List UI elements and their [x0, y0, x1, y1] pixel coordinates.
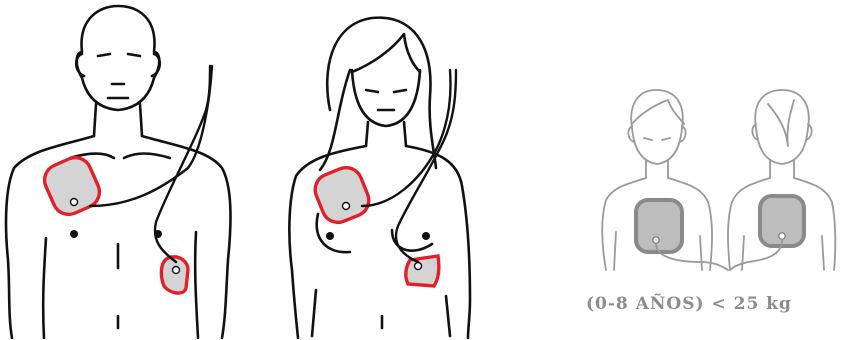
child-back-neck [770, 160, 794, 178]
male-face [98, 54, 140, 98]
male-right-ear [152, 54, 160, 76]
adult-male-figure [6, 6, 230, 338]
child-age-weight-caption: (0-8 AÑOS) < 25 kg [586, 294, 842, 314]
male-collarbones [70, 154, 170, 159]
child-back-pad [760, 196, 804, 246]
female-eyes [366, 90, 406, 110]
female-right-nipple [422, 232, 430, 240]
male-pad-cables [90, 66, 212, 262]
female-pad-cables [362, 70, 456, 262]
female-torso-right [406, 146, 470, 338]
male-pad-upper-chest [39, 152, 104, 219]
female-face-outline [352, 70, 420, 126]
female-left-nipple [326, 232, 334, 240]
child-front-ears [628, 126, 685, 142]
male-left-nipple [70, 230, 78, 238]
child-back-hair [768, 100, 794, 146]
child-front-pad [636, 200, 682, 252]
adult-female-figure [289, 18, 470, 338]
male-right-armpit [195, 232, 198, 338]
female-pad-upper-chest [310, 163, 373, 227]
child-back-head [755, 90, 809, 164]
male-head-outline [77, 6, 160, 110]
child-front-hair [632, 100, 684, 124]
male-left-ear [76, 54, 84, 76]
female-arm-lines [312, 290, 450, 336]
child-front-eyes [644, 138, 670, 140]
male-left-armpit [43, 238, 46, 338]
female-bangs [352, 34, 420, 72]
child-front-head [631, 90, 683, 164]
female-pad-side [406, 256, 439, 286]
